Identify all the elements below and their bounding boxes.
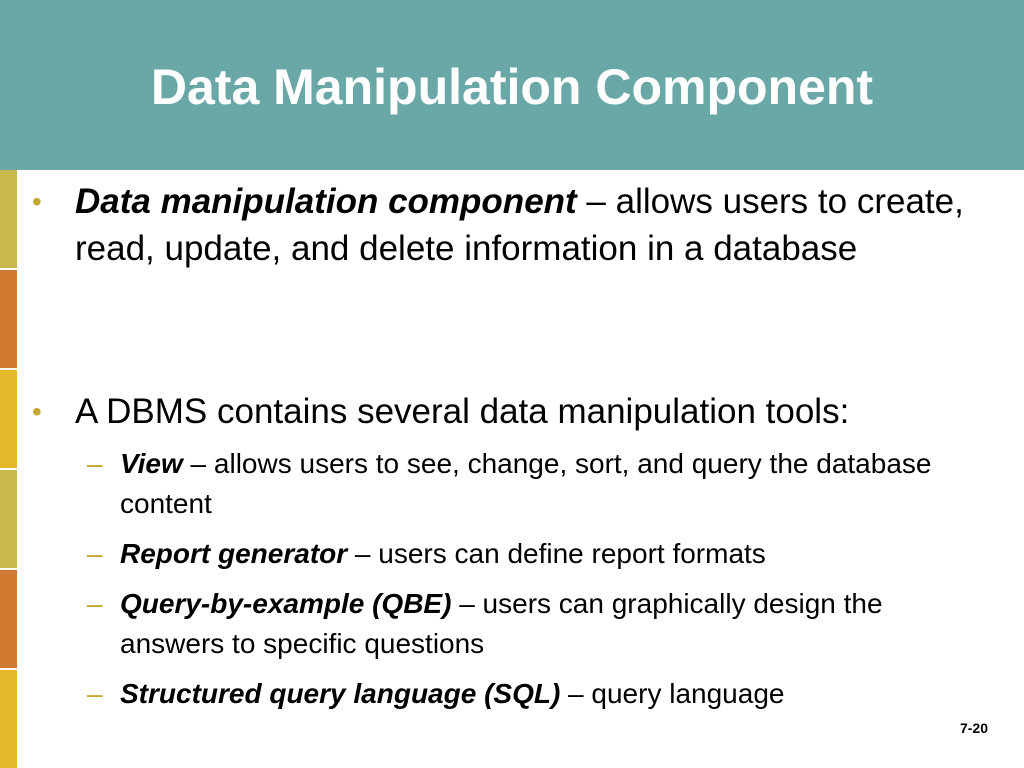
sub-item-term: Query-by-example (QBE): [120, 588, 452, 619]
sub-item: – Structured query language (SQL) – quer…: [87, 674, 980, 714]
slide-title: Data Manipulation Component: [150, 59, 874, 115]
sub-item-text: – users can graphically design the answe…: [120, 588, 883, 659]
dash-marker: –: [87, 678, 103, 709]
strip-segment: [0, 670, 17, 768]
sub-item-term: View: [120, 448, 183, 479]
decorative-side-strip: [0, 170, 17, 768]
bullet-marker: •: [32, 186, 42, 217]
page-number: 7-20: [959, 720, 988, 736]
bullet-item: • Data manipulation component – allows u…: [32, 178, 975, 272]
dash-marker: –: [87, 588, 103, 619]
sub-item-text: – query language: [560, 678, 785, 709]
dash-marker: –: [87, 538, 103, 569]
strip-segment: [0, 170, 17, 270]
bullet-term: Data manipulation component: [75, 182, 577, 221]
dash-marker: –: [87, 448, 103, 479]
sub-item: – View – allows users to see, change, so…: [87, 444, 980, 524]
sub-item: – Query-by-example (QBE) – users can gra…: [87, 584, 980, 664]
bullet-text: A DBMS contains several data manipulatio…: [75, 392, 850, 431]
title-bar: Data Manipulation Component: [0, 0, 1024, 170]
sub-item-term: Report generator: [120, 538, 348, 569]
strip-segment: [0, 570, 17, 670]
strip-segment: [0, 370, 17, 470]
bullet-marker: •: [32, 396, 42, 427]
bullet-text: – allows users to create, read, update, …: [75, 182, 964, 268]
sub-item-term: Structured query language (SQL): [120, 678, 561, 709]
sub-item-text: – users can define report formats: [347, 538, 766, 569]
strip-segment: [0, 270, 17, 370]
sub-item: – Report generator – users can define re…: [87, 534, 980, 574]
strip-segment: [0, 470, 17, 570]
sub-item-text: – allows users to see, change, sort, and…: [120, 448, 932, 519]
bullet-item: • A DBMS contains several data manipulat…: [32, 388, 975, 435]
